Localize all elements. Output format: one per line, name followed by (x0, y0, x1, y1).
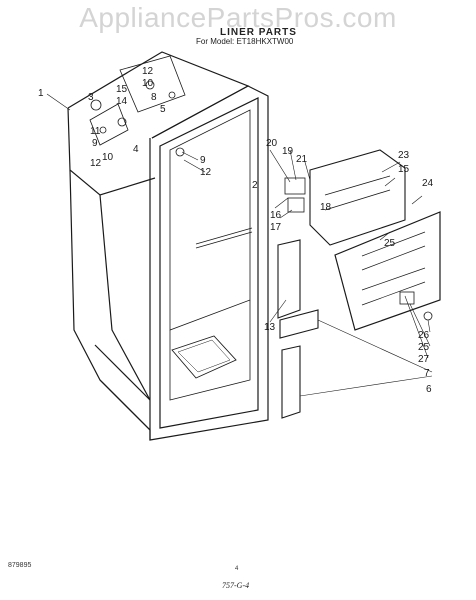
callout-label: 8 (151, 92, 157, 103)
callout-label: 15 (398, 164, 410, 175)
callout-label: 13 (264, 322, 276, 333)
callout-label: 20 (266, 138, 278, 149)
callout-label: 12 (142, 66, 154, 77)
callout-label: 1 (38, 88, 44, 99)
callout-label: 3 (88, 92, 94, 103)
control-housing-assembly (284, 149, 406, 246)
callout-label: 2 (252, 180, 258, 191)
callout-label: 11 (90, 126, 101, 137)
callout-label: 14 (116, 96, 128, 107)
callout-label: 12 (90, 158, 102, 169)
callout-label: 27 (418, 354, 430, 365)
liner-cabinet (67, 51, 269, 441)
page-number: 4 (235, 566, 239, 572)
callout-label: 6 (426, 384, 432, 395)
watermark-text: AppliancePartsPros.com (79, 2, 397, 33)
document-number: 879895 (8, 562, 32, 569)
callout-label: 7 (424, 368, 430, 379)
callout-label: 23 (398, 150, 410, 161)
control-panel (334, 211, 441, 331)
callout-labels: 1 12 10 8 3 15 14 5 4 11 9 10 12 9 12 20… (38, 66, 434, 395)
callout-label: 4 (133, 144, 139, 155)
callout-label: 9 (92, 138, 98, 149)
callout-label: 17 (270, 222, 282, 233)
callout-label: 18 (320, 202, 332, 213)
callout-label: 19 (282, 146, 294, 157)
callout-label: 24 (422, 178, 434, 189)
callout-label: 10 (102, 152, 114, 163)
callout-leaders (46, 93, 433, 397)
callout-label: 10 (142, 78, 154, 89)
baffle-parts (277, 239, 319, 419)
model-label: For Model: ET18HKXTW00 (196, 37, 294, 46)
diagram-title: LINER PARTS (220, 27, 297, 38)
reference-code: 757-G-4 (222, 581, 250, 590)
callout-label: 5 (160, 104, 166, 115)
callout-label: 12 (200, 167, 212, 178)
callout-label: 21 (296, 154, 308, 165)
callout-label: 16 (270, 210, 282, 221)
callout-label: 25 (384, 238, 396, 249)
callout-label: 25 (418, 342, 430, 353)
callout-label: 9 (200, 155, 206, 166)
callout-label: 15 (116, 84, 128, 95)
callout-label: 26 (418, 330, 430, 341)
